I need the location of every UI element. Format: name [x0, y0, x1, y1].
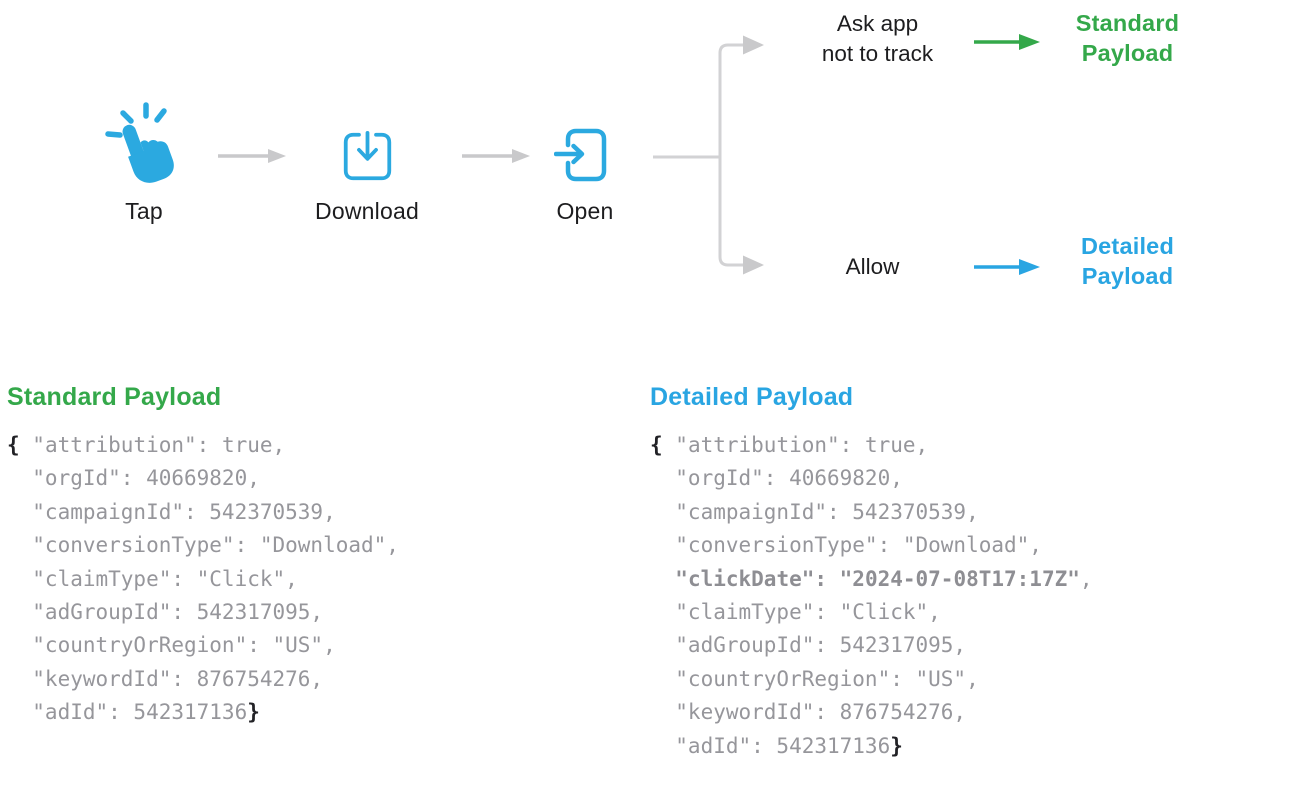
flow-arrow-icon	[218, 149, 286, 163]
code-line: "claimType": "Click",	[7, 566, 298, 591]
result-line: Detailed	[1080, 233, 1175, 259]
code-line: "keywordId": 876754276,	[650, 700, 967, 725]
tap-icon	[105, 102, 174, 183]
standard-payload-title: Standard Payload	[7, 383, 222, 411]
result-line: Standard	[1075, 10, 1180, 36]
code-line: "campaignId": 542370539,	[7, 499, 336, 524]
branch-result-standard-payload: Standard Payload	[1055, 8, 1200, 68]
result-line: Payload	[1081, 263, 1174, 289]
code-line: "adGroupId": 542317095,	[7, 600, 324, 625]
step-label-tap: Tap	[125, 198, 163, 224]
step-label-download: Download	[315, 198, 419, 224]
code-line: "claimType": "Click",	[650, 600, 941, 625]
code-line: "conversionType": "Download",	[650, 533, 1042, 558]
code-line: "conversionType": "Download",	[7, 533, 399, 558]
code-line: "adGroupId": 542317095,	[650, 633, 967, 658]
code-line: "countryOrRegion": "US",	[650, 666, 979, 691]
green-arrow-icon	[974, 34, 1040, 50]
result-line: Payload	[1081, 40, 1174, 66]
download-icon	[343, 130, 392, 181]
code-line: "adId": 542317136}	[650, 733, 903, 758]
step-label-open: Open	[556, 198, 614, 224]
detailed-payload-title: Detailed Payload	[650, 383, 854, 411]
blue-arrow-icon	[974, 259, 1040, 275]
code-line: { "attribution": true,	[650, 433, 929, 457]
condition-line: Ask app	[836, 11, 919, 36]
code-line: "clickDate": "2024-07-08T17:17Z",	[675, 566, 1093, 591]
code-line: "countryOrRegion": "US",	[7, 633, 336, 658]
condition-line: not to track	[821, 41, 934, 66]
code-line: "keywordId": 876754276,	[7, 666, 324, 691]
branch-connector	[653, 35, 764, 275]
code-line: { "attribution": true,	[7, 433, 286, 457]
branch-condition-ask-not-track: Ask app not to track	[795, 9, 960, 69]
code-line: "campaignId": 542370539,	[650, 499, 979, 524]
code-line: "orgId": 40669820,	[7, 466, 260, 491]
branch-result-detailed-payload: Detailed Payload	[1055, 231, 1200, 291]
branch-condition-allow: Allow	[845, 254, 900, 279]
standard-payload-code: { "attribution": true, "orgId": 40669820…	[7, 429, 399, 730]
code-line: "orgId": 40669820,	[650, 466, 903, 491]
open-icon	[554, 128, 607, 182]
flow-arrow-icon	[462, 149, 530, 163]
code-line: "adId": 542317136}	[7, 700, 260, 725]
detailed-payload-code: { "attribution": true, "orgId": 40669820…	[650, 429, 1093, 763]
